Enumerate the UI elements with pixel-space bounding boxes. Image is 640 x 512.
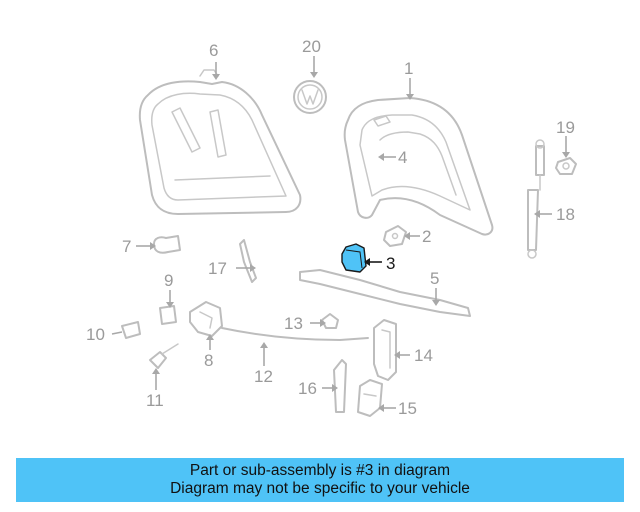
callout-3: 3 <box>386 254 395 273</box>
part-5-seal-strip <box>299 269 471 317</box>
part-14-lock-striker <box>373 319 397 381</box>
part-19-clip <box>555 157 577 175</box>
part-3-highlighted-bumper <box>341 243 367 273</box>
callout-labels: 6 20 1 4 19 18 2 3 7 17 5 9 10 13 8 14 1… <box>86 37 575 418</box>
part-18-gas-strut <box>527 139 545 259</box>
part-9-block <box>159 305 177 325</box>
callout-16: 16 <box>298 379 317 398</box>
part-11-bolt <box>149 343 179 369</box>
callout-4: 4 <box>398 148 407 167</box>
part-16-rod <box>333 359 347 413</box>
callout-5: 5 <box>430 269 439 288</box>
callout-8: 8 <box>204 351 213 370</box>
part-1-hood-assembly <box>343 97 494 236</box>
part-20-emblem <box>293 80 327 114</box>
callout-13: 13 <box>284 314 303 333</box>
callout-9: 9 <box>164 271 173 290</box>
leader-lines <box>111 56 570 412</box>
callout-20: 20 <box>302 37 321 56</box>
part-7-bump-stop <box>153 235 181 254</box>
callout-12: 12 <box>254 367 273 386</box>
part-6-hood-inner-panel <box>138 69 302 215</box>
part-17-prop-rod <box>239 239 257 283</box>
part-8-hood-latch <box>189 301 223 337</box>
callout-2: 2 <box>422 227 431 246</box>
callout-14: 14 <box>414 346 433 365</box>
callout-17: 17 <box>208 259 227 278</box>
callout-7: 7 <box>122 237 131 256</box>
callout-1: 1 <box>404 59 413 78</box>
callout-18: 18 <box>556 205 575 224</box>
parts-diagram: 6 20 1 4 19 18 2 3 7 17 5 9 10 13 8 14 1… <box>86 37 577 418</box>
part-info-banner: Part or sub-assembly is #3 in diagram Di… <box>16 458 624 502</box>
callout-6: 6 <box>209 41 218 60</box>
callout-11: 11 <box>146 391 164 410</box>
part-13-grommet <box>321 313 339 329</box>
diagram-disclaimer-line: Diagram may not be specific to your vehi… <box>170 480 470 497</box>
callout-15: 15 <box>398 399 417 418</box>
part-12-release-cable <box>221 327 369 341</box>
part-2-bracket <box>383 225 407 247</box>
part-info-line: Part or sub-assembly is #3 in diagram <box>189 462 451 479</box>
part-15-latch-bracket <box>357 379 383 417</box>
callout-10: 10 <box>86 325 105 344</box>
callout-19: 19 <box>556 118 575 137</box>
part-10-bracket <box>121 321 141 339</box>
